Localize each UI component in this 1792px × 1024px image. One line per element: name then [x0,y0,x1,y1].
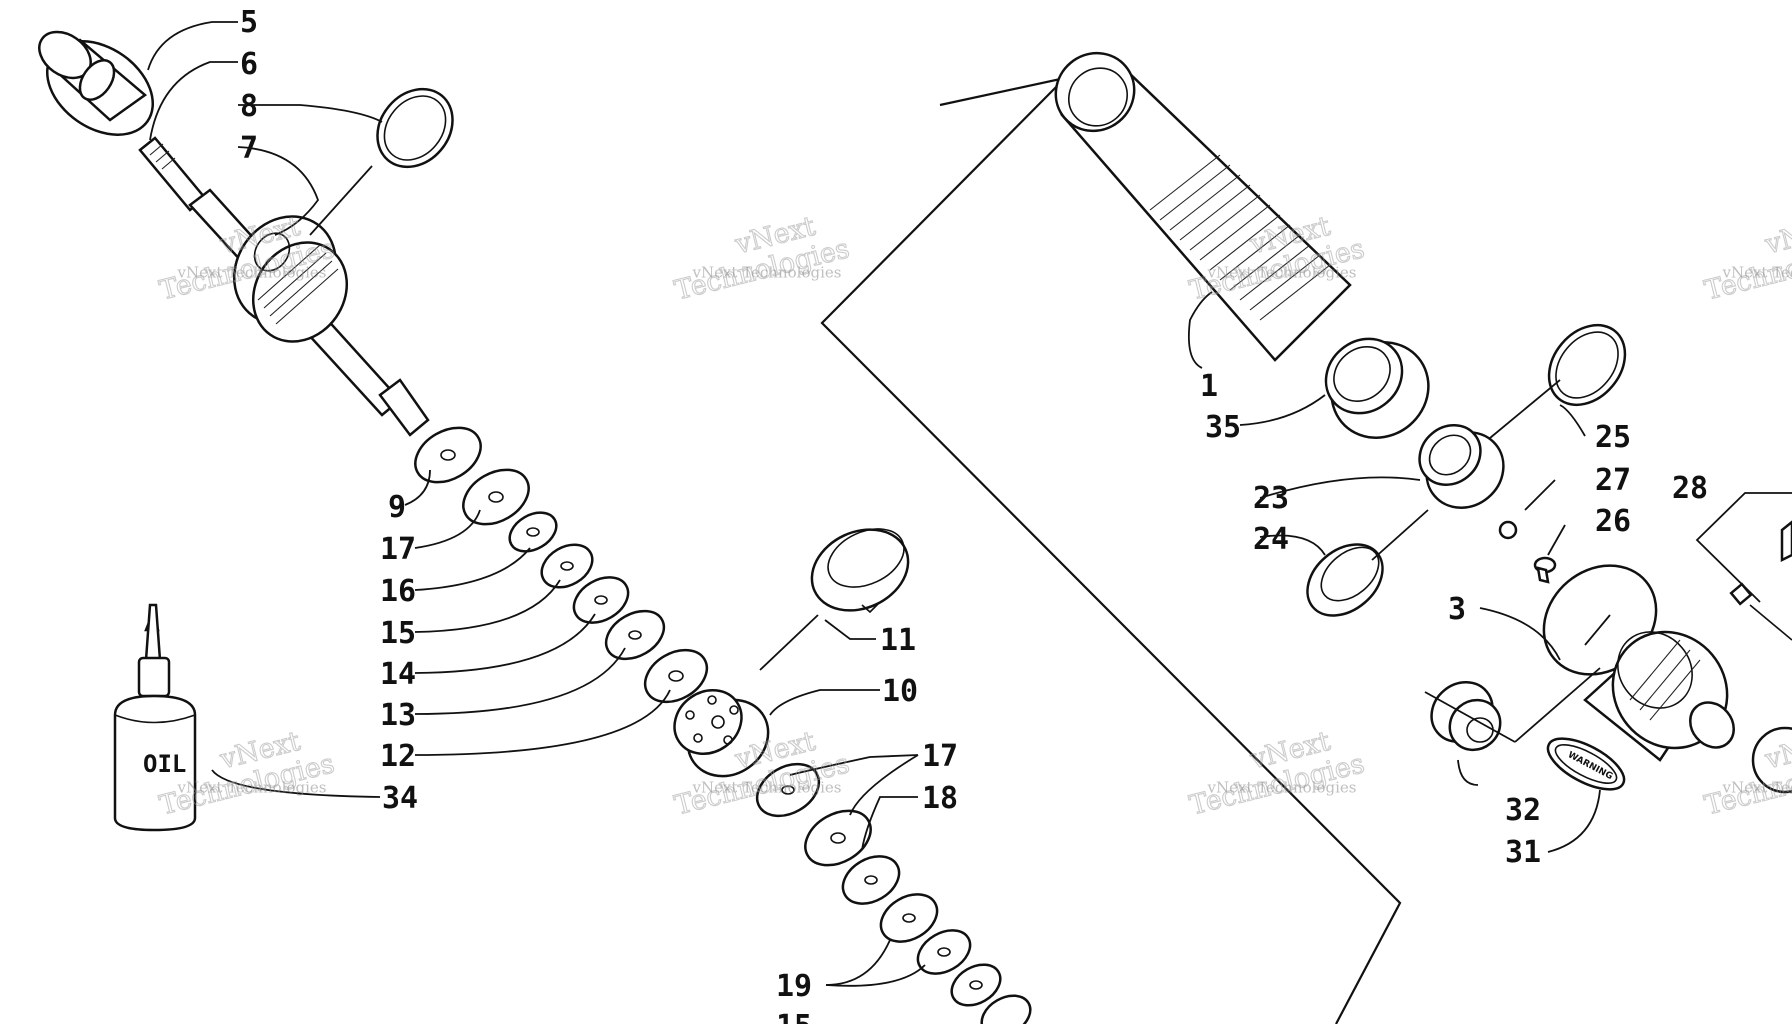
callout-17-lower: 17 [922,739,958,774]
callout-1: 1 [1200,369,1218,404]
leader-lines [147,21,1611,987]
callout-9: 9 [388,490,406,525]
part-25-o-ring [1547,323,1627,407]
callout-31: 31 [1505,835,1541,870]
watermark: vNext Technologies vNext Technologies [671,210,853,307]
svg-text:vNext Technologies: vNext Technologies [691,778,841,796]
callout-17: 17 [380,532,416,567]
part-7-shaft-seal-head [188,188,430,437]
part-34-oil-bottle: OIL [113,603,197,832]
callout-27: 27 [1595,463,1631,498]
callout-3: 3 [1448,592,1466,627]
watermark: vNext Technologies vNext Technologies [1701,210,1792,307]
callout-numbers: 5 6 8 7 9 17 16 15 14 13 12 34 11 10 17 … [240,5,1708,1024]
callout-7: 7 [240,131,258,166]
callout-5: 5 [240,5,258,40]
watermark: vNext Technologies vNext Technologies [1186,725,1368,822]
callout-26: 26 [1595,504,1631,539]
lower-shim-stack [755,762,1032,1024]
callout-11: 11 [880,623,916,658]
svg-text:vNext: vNext [1761,211,1792,261]
callout-18: 18 [922,781,958,816]
callout-14: 14 [380,657,416,692]
callout-15: 15 [380,616,416,651]
part-26-screw [1533,556,1557,584]
callout-28: 28 [1672,471,1708,506]
callout-6: 6 [240,47,258,82]
svg-text:vNext Technologies: vNext Technologies [176,778,326,796]
part-6-threaded-stud [138,136,207,212]
svg-text:vNext Technologies: vNext Technologies [1206,778,1356,796]
part-28-bolt-and-bushing [1695,492,1792,641]
part-23-seal-head [1418,424,1505,509]
svg-text:vNext Technologies: vNext Technologies [176,263,326,281]
upper-shim-stack [414,426,709,704]
callout-16: 16 [380,574,416,609]
part-8-o-ring [376,87,454,169]
svg-text:vNext Technologies: vNext Technologies [1721,778,1792,796]
callout-8: 8 [240,89,258,124]
svg-text:vNext Technologies: vNext Technologies [691,263,841,281]
part-11-piston-band [810,528,910,614]
callout-23: 23 [1253,481,1289,516]
callout-32: 32 [1505,793,1541,828]
callout-19: 19 [776,969,812,1004]
oil-bottle-label: OIL [143,750,186,778]
part-10-piston [673,689,770,778]
svg-text:vNext Technologies: vNext Technologies [1206,263,1356,281]
part-27-small-o-ring [1498,520,1518,540]
callout-25: 25 [1595,420,1631,455]
callout-13: 13 [380,698,416,733]
callout-10: 10 [882,674,918,709]
part-1-shock-body [1054,51,1352,362]
callout-12: 12 [380,739,416,774]
part-3-body-cap [1542,564,1792,794]
part-35-collar [1324,337,1430,439]
part-24-split-ring [1306,543,1384,617]
part-5-top-eyelet [38,30,155,136]
callout-15-lower: 15 [776,1009,812,1024]
callout-35: 35 [1205,410,1241,445]
svg-text:vNext Technologies: vNext Technologies [1721,263,1792,281]
assembly-bracket-outline [820,76,1402,1024]
part-31-warning-decal: WARNING [1546,737,1626,791]
callout-34: 34 [382,781,418,816]
callout-24: 24 [1253,522,1289,557]
